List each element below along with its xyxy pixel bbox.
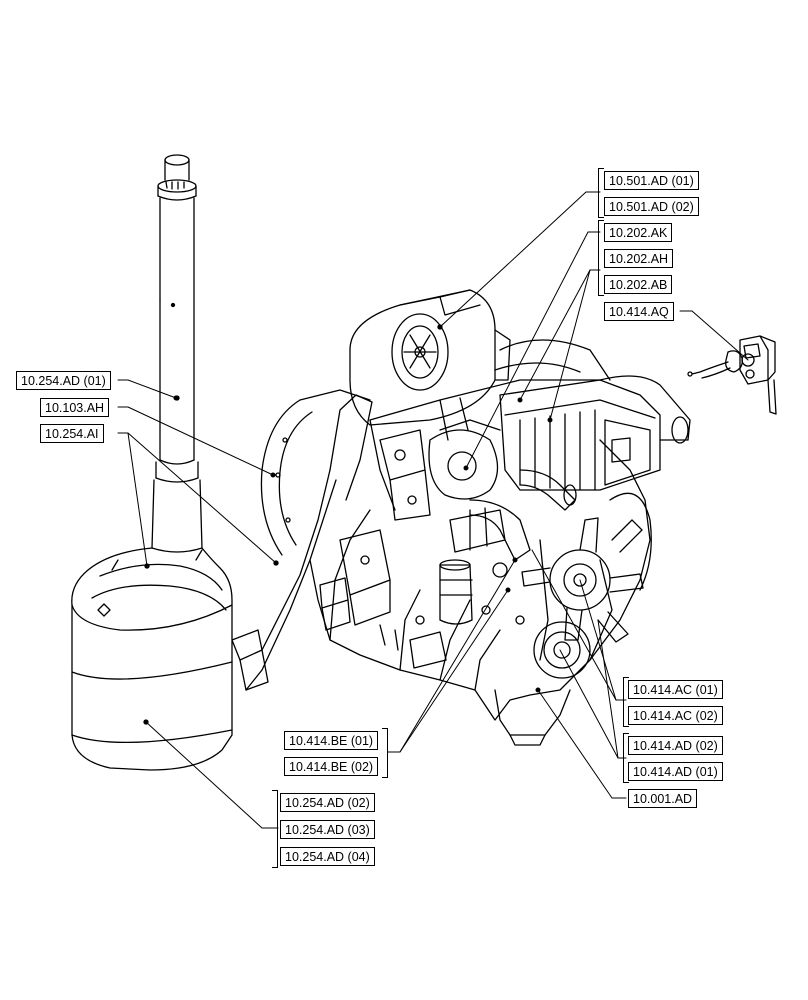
bracket-10414-ac — [623, 677, 629, 727]
callout-10414-ad-01: 10.414.AD (01) — [628, 762, 723, 781]
callout-10001-ad: 10.001.AD — [628, 789, 698, 808]
exhaust-pipe-icon — [245, 394, 373, 691]
bracket-10501 — [598, 168, 604, 218]
bracket-10254-ad — [272, 790, 278, 868]
flywheel-housing-icon — [260, 389, 371, 556]
exhaust-stack-icon — [151, 154, 203, 553]
callout-10254-ad-04: 10.254.AD (04) — [280, 847, 375, 866]
bracket-10414-ad — [623, 733, 629, 783]
callout-10414-be-02: 10.414.BE (02) — [284, 757, 379, 776]
callout-10254-ad-02: 10.254.AD (02) — [280, 793, 375, 812]
callout-10254-ad-01: 10.254.AD (01) — [16, 371, 111, 390]
callout-10202-ak: 10.202.AK — [604, 223, 673, 242]
callout-10103-ah: 10.103.AH — [40, 398, 110, 417]
callout-10414-be-01: 10.414.BE (01) — [284, 731, 379, 750]
callout-10254-ad-03: 10.254.AD (03) — [280, 820, 375, 839]
air-cleaner-icon — [349, 289, 511, 441]
callout-10202-ah: 10.202.AH — [604, 249, 674, 268]
callout-10254-ai: 10.254.AI — [40, 424, 104, 443]
engine-icon — [309, 339, 691, 746]
leader-lines — [117, 191, 749, 829]
callout-10414-ac-02: 10.414.AC (02) — [628, 706, 723, 725]
muffler-icon — [71, 547, 269, 771]
callout-10501-ad-01: 10.501.AD (01) — [604, 171, 699, 190]
callout-10414-aq: 10.414.AQ — [604, 302, 674, 321]
callout-10501-ad-02: 10.501.AD (02) — [604, 197, 699, 216]
sensor-icon — [687, 335, 777, 415]
bracket-10202 — [598, 220, 604, 296]
bracket-10414-be — [382, 728, 388, 778]
callout-10414-ad-02: 10.414.AD (02) — [628, 736, 723, 755]
callout-10202-ab: 10.202.AB — [604, 275, 673, 294]
callout-10414-ac-01: 10.414.AC (01) — [628, 680, 723, 699]
